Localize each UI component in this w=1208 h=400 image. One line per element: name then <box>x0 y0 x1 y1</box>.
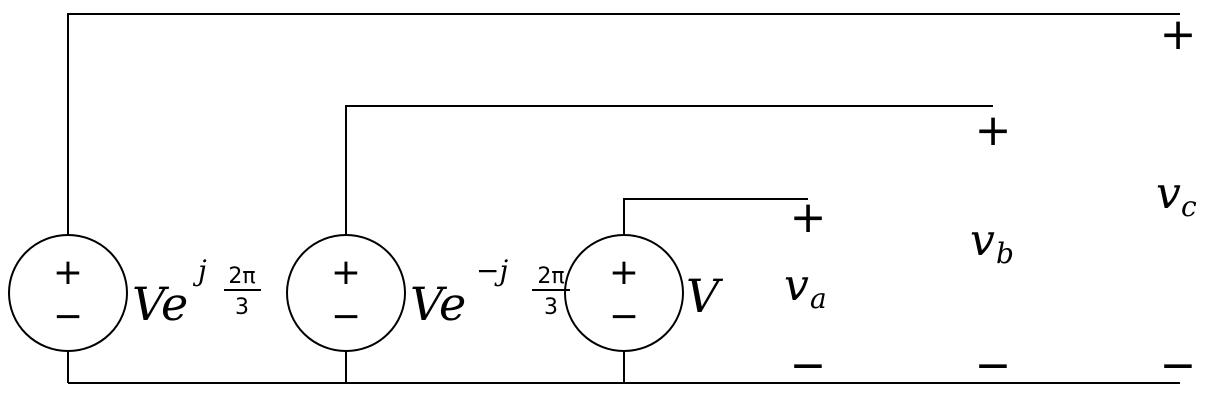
source-label: Ve <box>410 277 466 331</box>
fraction-denominator: 3 <box>544 295 558 320</box>
wires <box>67 13 1180 384</box>
plus-sign: + <box>331 252 361 293</box>
wire-phase-b <box>345 105 993 235</box>
minus-sign: − <box>975 340 1012 391</box>
plus-sign: + <box>790 192 827 243</box>
source-label: V <box>686 269 724 323</box>
output-subscript: b <box>996 237 1014 270</box>
fraction-numerator: 2π <box>537 264 564 289</box>
source-circle <box>8 234 128 352</box>
source-exponent: j <box>192 254 207 287</box>
minus-sign: − <box>53 296 83 337</box>
plus-sign: + <box>975 105 1012 156</box>
output-vc: + v c − <box>1156 9 1197 391</box>
wire-phase-a <box>623 198 808 235</box>
source-exponent: −j <box>476 254 508 287</box>
plus-sign: + <box>1160 9 1197 60</box>
plus-sign: + <box>53 252 83 293</box>
output-vb: + v b − <box>970 105 1014 391</box>
output-label: v <box>970 215 995 266</box>
fraction-numerator: 2π <box>228 264 255 289</box>
minus-sign: − <box>331 296 361 337</box>
source-circle <box>286 234 406 352</box>
voltage-source-b: + − Ve −j 2π 3 <box>286 234 570 352</box>
output-label: v <box>784 260 809 311</box>
voltage-source-c: + − Ve j 2π 3 <box>8 234 261 352</box>
output-subscript: c <box>1181 190 1197 223</box>
source-label: Ve <box>132 277 188 331</box>
plus-sign: + <box>609 252 639 293</box>
output-va: + v a − <box>784 192 827 391</box>
voltage-source-a: + − V <box>564 234 724 352</box>
minus-sign: − <box>609 296 639 337</box>
minus-sign: − <box>790 340 827 391</box>
output-subscript: a <box>810 282 827 315</box>
source-circle <box>564 234 684 352</box>
output-label: v <box>1156 168 1181 219</box>
minus-sign: − <box>1160 340 1197 391</box>
wire-phase-c <box>67 13 1180 235</box>
fraction-denominator: 3 <box>235 295 249 320</box>
